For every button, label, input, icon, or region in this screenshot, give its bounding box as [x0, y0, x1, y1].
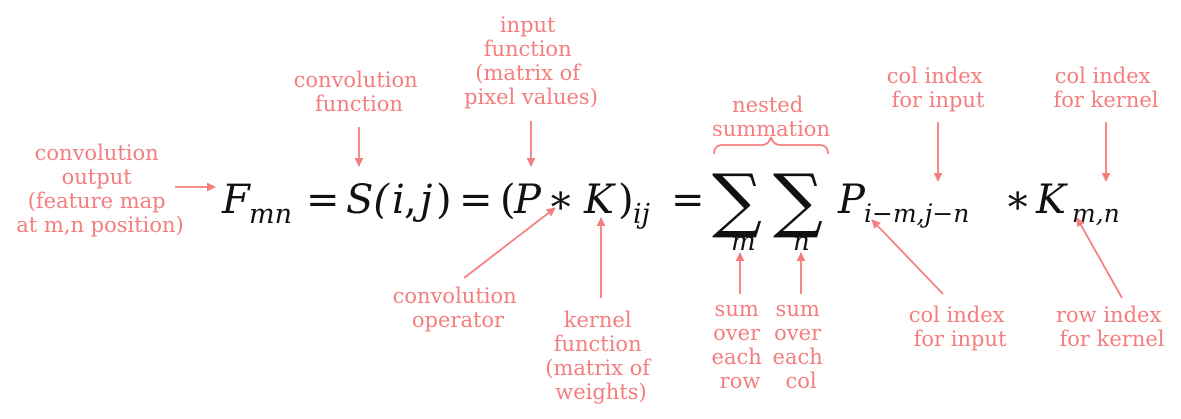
label-line: function [315, 92, 403, 116]
arrow-col-index-input-bottom [871, 219, 944, 295]
label-line: (feature map [28, 189, 166, 213]
label-input-function: input function (matrix of pixel values) [464, 13, 598, 109]
eq-equals-2: = [459, 177, 493, 223]
eq-K-kernel: K [1035, 177, 1068, 223]
eq-F: F [221, 177, 251, 223]
label-line: sum [776, 297, 820, 321]
label-line: sum [715, 297, 759, 321]
label-line: weights) [555, 380, 647, 404]
label-line: col index [1055, 64, 1151, 88]
convolution-equation: F mn = S( i , j ) = ( P ∗ K ) ij = ∑ m ∑… [221, 159, 1120, 257]
eq-equals-3: = [671, 177, 705, 223]
label-line: convolution [393, 284, 517, 308]
label-line: col index [909, 303, 1005, 327]
label-line: for input [892, 88, 985, 112]
label-row-index-kernel: row index for kernel [1056, 303, 1168, 351]
eq-P-subscript: i−m,j−n [864, 199, 969, 228]
eq-S-i: i [392, 177, 405, 223]
label-line: function [484, 37, 572, 61]
eq-star-2: ∗ [1004, 177, 1031, 223]
label-line: input [500, 13, 556, 37]
label-line: each [773, 345, 823, 369]
label-col-index-input-bottom: col index for input [909, 303, 1011, 351]
label-line: for input [914, 327, 1007, 351]
label-convolution-output: convolution output (feature map at m,n p… [16, 141, 184, 237]
eq-equals-1: = [306, 177, 340, 223]
label-line: (matrix of [545, 356, 652, 380]
label-nested-summation: nested summation [712, 93, 830, 141]
label-line: col [785, 369, 816, 393]
label-line: row index [1056, 303, 1161, 327]
label-line: for kernel [1054, 88, 1159, 112]
eq-S-close: ) [436, 177, 452, 223]
label-line: convolution [294, 68, 418, 92]
label-line: operator [412, 308, 505, 332]
arrow-row-index-kernel [1076, 217, 1123, 299]
sum-1-subscript: m [731, 227, 756, 257]
eq-open-paren: ( [500, 177, 516, 223]
eq-K: K [583, 177, 616, 223]
label-convolution-function: convolution function [294, 68, 425, 116]
eq-S-comma: , [404, 177, 417, 223]
eq-star-1: ∗ [547, 177, 574, 223]
label-line: convolution [35, 141, 159, 165]
eq-PK-subscript: ij [633, 199, 650, 230]
eq-P: P [513, 177, 542, 223]
label-line: kernel [564, 308, 632, 332]
label-col-index-kernel: col index for kernel [1054, 64, 1159, 112]
sum-2-subscript: n [793, 227, 810, 257]
sum-symbol-2: ∑ [773, 159, 823, 241]
annotations: convolution output (feature map at m,n p… [16, 13, 1168, 404]
label-col-index-input-top: col index for input [887, 64, 989, 112]
label-line: (matrix of [475, 61, 582, 85]
label-line: at m,n position) [16, 213, 184, 237]
label-kernel-function: kernel function (matrix of weights) [545, 308, 656, 404]
label-convolution-operator: convolution operator [393, 284, 524, 332]
label-line: over [774, 321, 822, 345]
label-line: output [62, 165, 133, 189]
sum-symbol-1: ∑ [712, 159, 762, 241]
eq-F-subscript: mn [249, 199, 292, 230]
label-line: col index [887, 64, 983, 88]
label-sum-each-row: sum over each row [712, 297, 769, 393]
label-line: function [554, 332, 642, 356]
label-line: nested [732, 93, 803, 117]
eq-close-paren: ) [618, 177, 634, 223]
eq-S-open: S( [346, 177, 390, 223]
eq-P-input: P [837, 177, 866, 223]
nested-summation-brace [713, 136, 829, 155]
label-line: for kernel [1060, 327, 1165, 351]
arrow-convolution-operator [463, 207, 556, 279]
label-sum-each-col: sum over each col [773, 297, 830, 393]
label-line: each [712, 345, 762, 369]
label-line: over [713, 321, 761, 345]
label-line: row [720, 369, 761, 393]
label-line: pixel values) [464, 85, 598, 109]
